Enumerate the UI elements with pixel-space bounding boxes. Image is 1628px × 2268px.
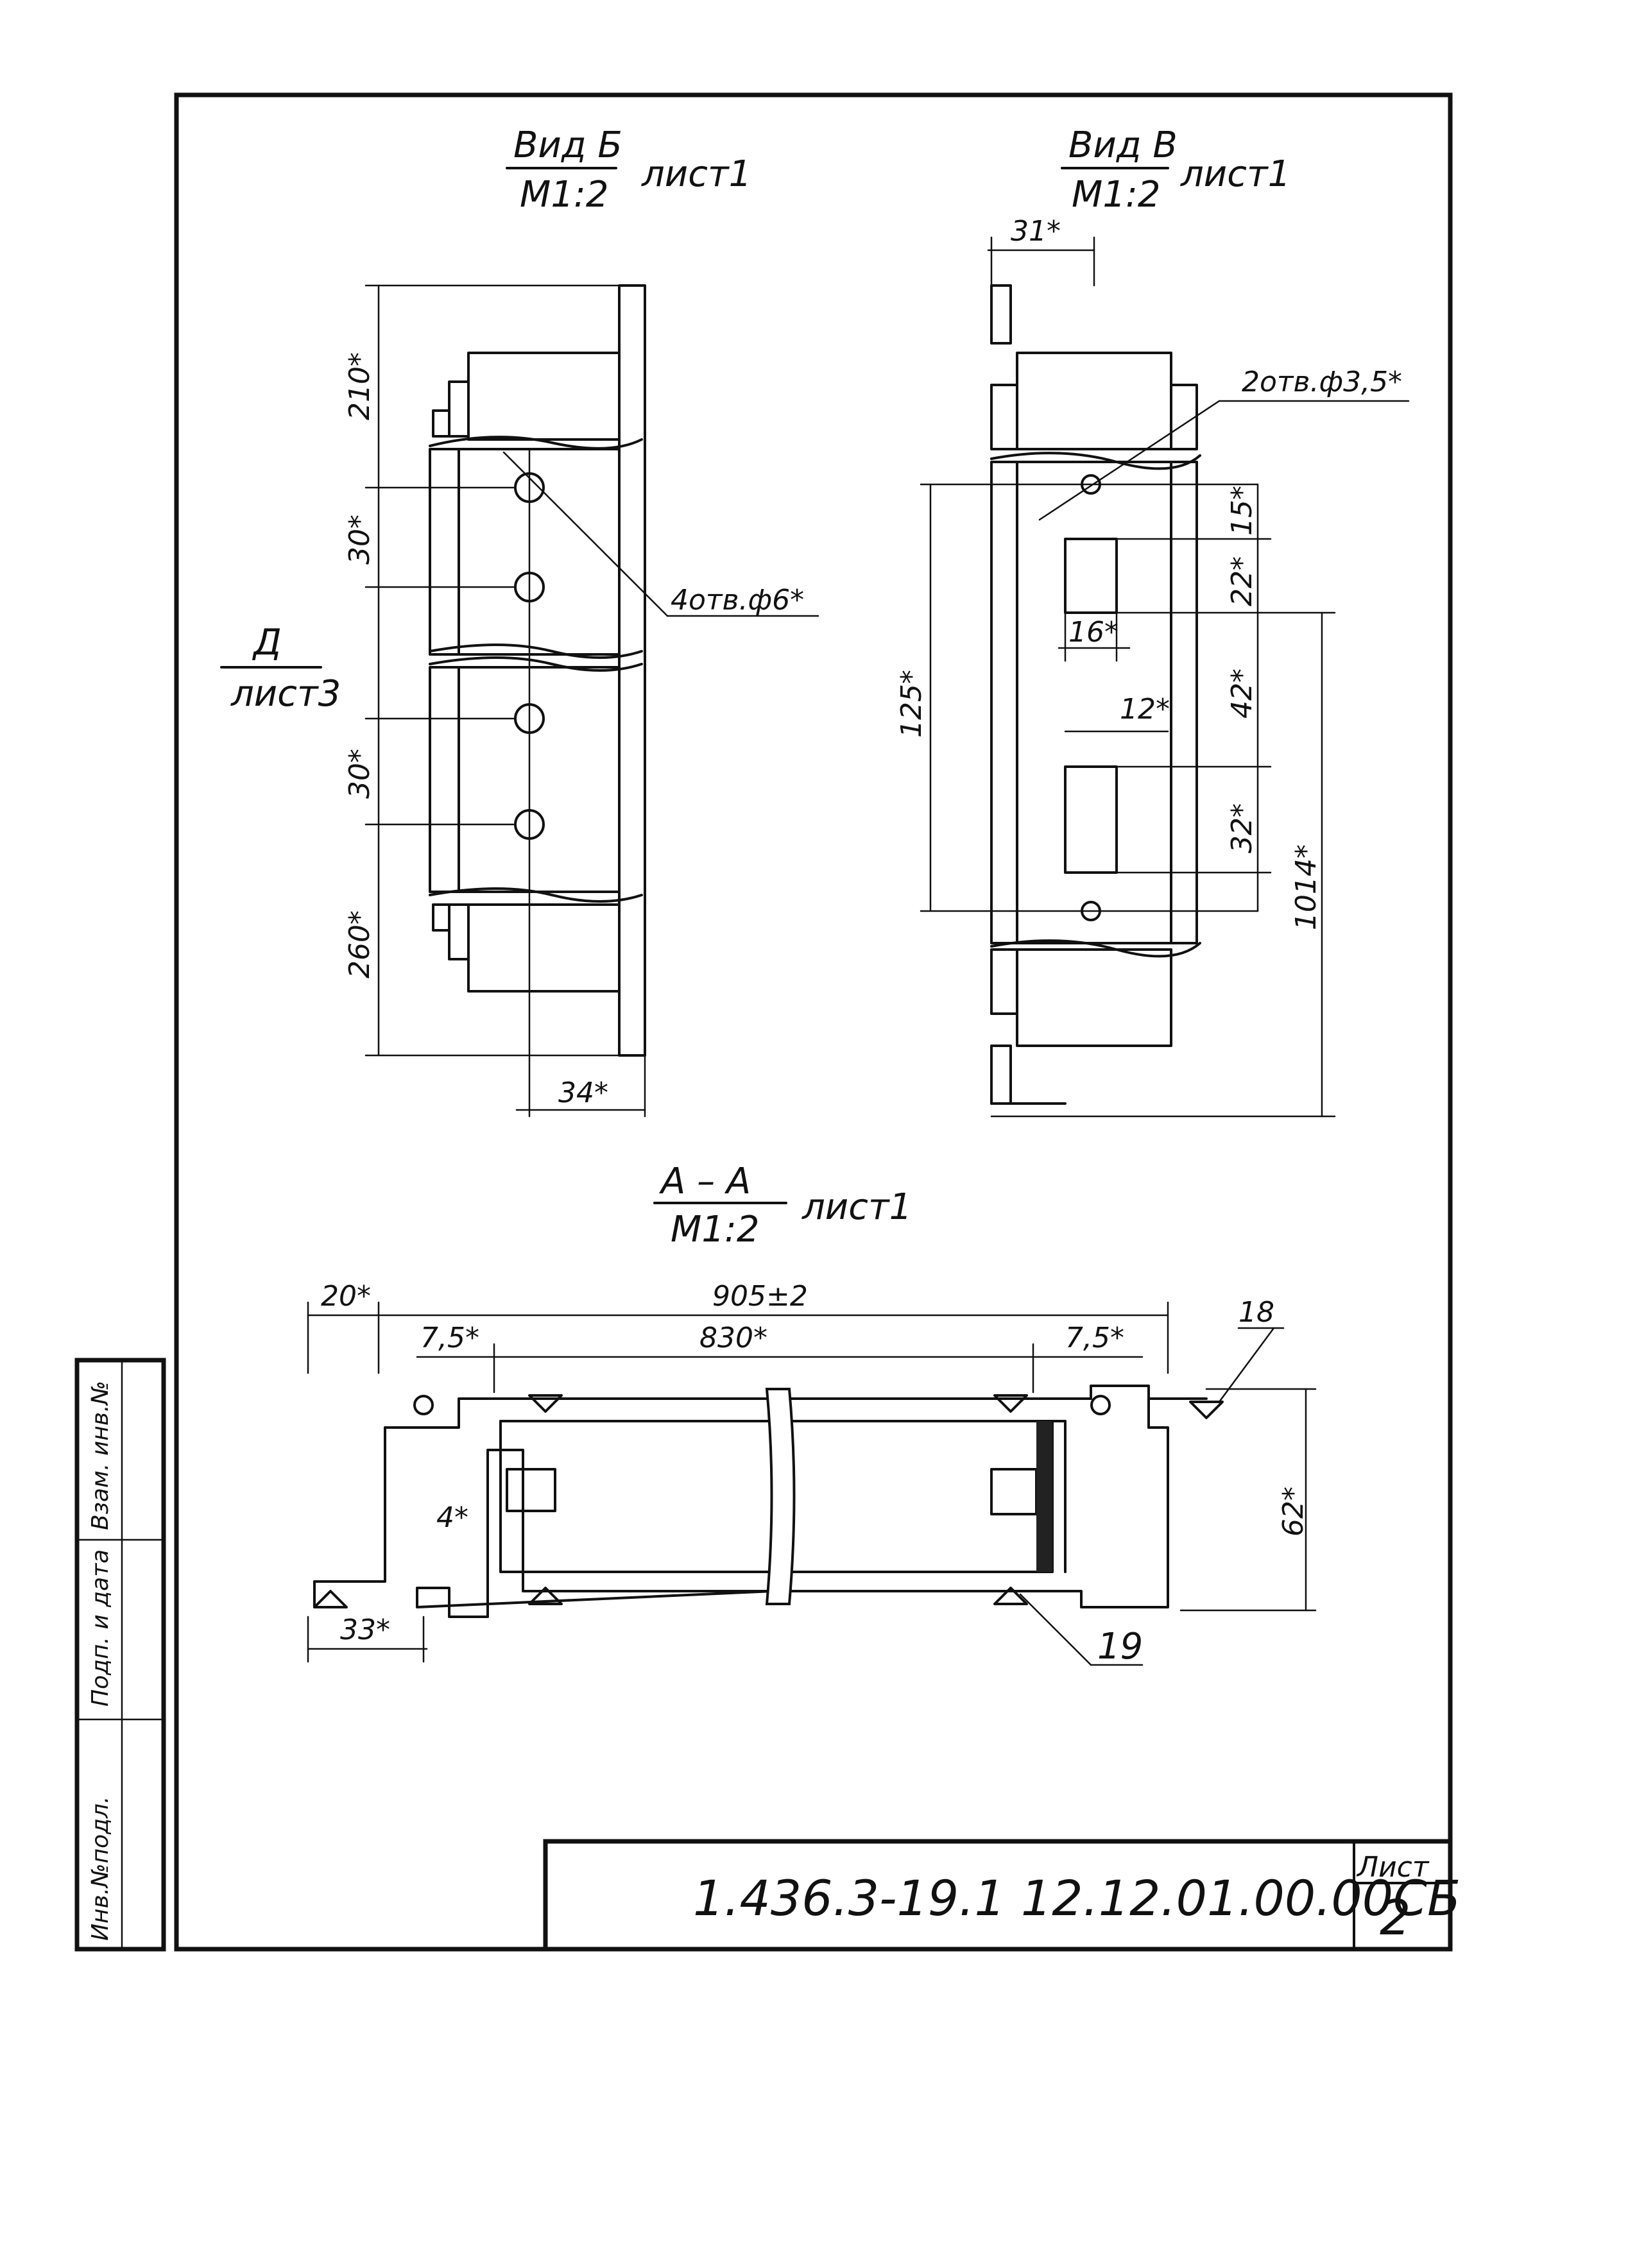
- dim-a-830: 830*: [699, 1322, 767, 1354]
- dim-v-31: 31*: [1011, 215, 1061, 248]
- dim-a-4: 4*: [436, 1501, 468, 1534]
- view-d-reference: Д лист3: [220, 622, 341, 715]
- dim-v-12: 12*: [1120, 693, 1170, 726]
- svg-text:М1:2: М1:2: [671, 1209, 759, 1250]
- dim-a-19: 19: [1097, 1626, 1143, 1667]
- dim-a-75r: 7,5*: [1065, 1322, 1124, 1354]
- dim-v-1014: 1014*: [1290, 844, 1323, 930]
- dim-v-16: 16*: [1068, 616, 1118, 649]
- view-b-drawing: [364, 284, 819, 1118]
- dim-a-33: 33*: [340, 1614, 390, 1646]
- svg-text:лист1: лист1: [1180, 153, 1290, 195]
- dim-v-holes: 2отв.ф3,5*: [1242, 366, 1402, 398]
- margin-inv: Инв.№подл.: [87, 1796, 114, 1941]
- dim-b-30b: 30*: [343, 749, 376, 799]
- margin-vzam: Взам. инв.№: [87, 1381, 114, 1530]
- dim-b-260: 260*: [343, 910, 376, 978]
- view-v-drawing: [920, 236, 1410, 1118]
- view-v-title: Вид В М1:2 лист1: [1061, 124, 1290, 216]
- document-code: 1.436.3-19.1 12.12.01.00.00СБ: [693, 1870, 1461, 1927]
- dim-b-34: 34*: [558, 1077, 608, 1109]
- section-aa-drawing: [307, 1301, 1317, 1666]
- svg-text:лист1: лист1: [641, 153, 751, 195]
- dim-a-75l: 7,5*: [420, 1322, 479, 1354]
- section-aa-title: А – А М1:2 лист1: [653, 1161, 912, 1250]
- svg-text:М1:2: М1:2: [1072, 174, 1160, 216]
- dim-b-30a: 30*: [343, 515, 376, 565]
- dim-v-15: 15*: [1226, 486, 1258, 536]
- dim-a-18: 18: [1238, 1296, 1274, 1329]
- left-margin-strip: [74, 1358, 166, 1952]
- svg-text:лист3: лист3: [230, 673, 341, 715]
- sheet-number: 2: [1380, 1889, 1410, 1946]
- svg-text:Вид Б: Вид Б: [513, 124, 622, 166]
- dim-v-22: 22*: [1226, 556, 1258, 606]
- dim-v-42: 42*: [1226, 669, 1258, 719]
- svg-text:лист1: лист1: [801, 1186, 912, 1228]
- sheet-label: Лист: [1356, 1851, 1430, 1884]
- view-b-title: Вид Б М1:2 лист1: [506, 124, 751, 216]
- dim-a-20: 20*: [321, 1280, 371, 1313]
- title-stamp: 1.436.3-19.1 12.12.01.00.00СБ Лист 2: [543, 1839, 1461, 1952]
- dim-v-32: 32*: [1226, 803, 1258, 853]
- dim-b-210: 210*: [343, 352, 376, 420]
- dim-b-holes: 4отв.ф6*: [671, 584, 804, 617]
- margin-podp: Подп. и дата: [87, 1549, 114, 1707]
- svg-text:А – А: А – А: [659, 1161, 751, 1202]
- svg-text:Вид В: Вид В: [1068, 124, 1178, 166]
- svg-text:Д: Д: [252, 622, 282, 663]
- dim-v-125: 125*: [895, 670, 928, 738]
- dim-a-62: 62*: [1277, 1487, 1310, 1537]
- dim-a-905: 905±2: [712, 1280, 808, 1313]
- svg-text:М1:2: М1:2: [520, 174, 608, 216]
